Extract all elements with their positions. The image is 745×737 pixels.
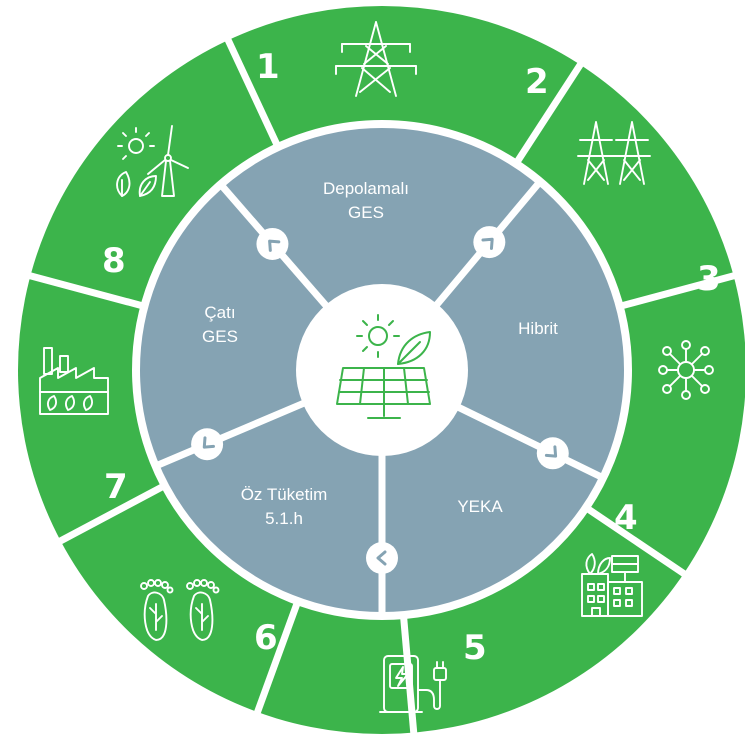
inner-separator-5 xyxy=(152,399,307,471)
segment-cati-ges-line1: Çatı xyxy=(204,303,235,322)
eco-footprints-icon xyxy=(140,579,220,641)
wind-sun-leaf-icon xyxy=(116,125,189,197)
green-building-icon xyxy=(581,553,643,617)
segment-yeka-label: YEKA xyxy=(457,497,503,516)
outer-separator-4 xyxy=(582,503,693,581)
sector-8-number: 8 xyxy=(102,241,126,281)
outer-separator-3 xyxy=(616,270,743,311)
outer-separator-7 xyxy=(51,481,169,548)
network-nodes-icon xyxy=(658,340,714,400)
arrow-badge-icon xyxy=(366,542,398,574)
arrow-badge-icon xyxy=(536,437,569,470)
sector-7-number: 7 xyxy=(104,467,128,507)
outer-separator-8 xyxy=(21,270,148,311)
green-factory-icon xyxy=(39,347,109,415)
segment-cati-ges-line2: GES xyxy=(202,327,238,346)
segment-oz-tuketim-line2: 5.1.h xyxy=(265,509,303,528)
arrow-badges xyxy=(191,226,569,574)
outer-separator-6 xyxy=(251,598,302,721)
sector-6-number: 6 xyxy=(254,618,278,658)
ev-charger-icon xyxy=(379,655,447,713)
arrow-badge-icon xyxy=(191,428,224,461)
arrow-badge-icon xyxy=(473,226,506,259)
solar-panel-sun-leaf-icon xyxy=(336,314,431,419)
outer-separator-2 xyxy=(511,56,588,168)
outer-separator-5 xyxy=(399,612,418,737)
outer-ring-separators xyxy=(21,31,743,737)
twin-pylons-icon xyxy=(577,121,651,185)
center-circle xyxy=(296,284,468,456)
segment-depolamali-ges-line2: GES xyxy=(348,203,384,222)
arrow-badge-icon xyxy=(256,227,289,260)
sector-1-number: 1 xyxy=(256,47,280,87)
segment-oz-tuketim-line1: Öz Tüketim xyxy=(241,485,328,504)
sector-5-number: 5 xyxy=(463,628,487,668)
segment-depolamali-ges-line1: Depolamalı xyxy=(323,179,409,198)
power-tower-icon xyxy=(335,21,417,97)
outer-separator-1 xyxy=(221,31,283,151)
sector-3-number: 3 xyxy=(697,259,721,299)
segment-hibrit-label: Hibrit xyxy=(518,319,558,338)
inner-separator-3 xyxy=(455,403,607,482)
sector-4-number: 4 xyxy=(614,498,638,538)
sector-2-number: 2 xyxy=(525,62,549,102)
